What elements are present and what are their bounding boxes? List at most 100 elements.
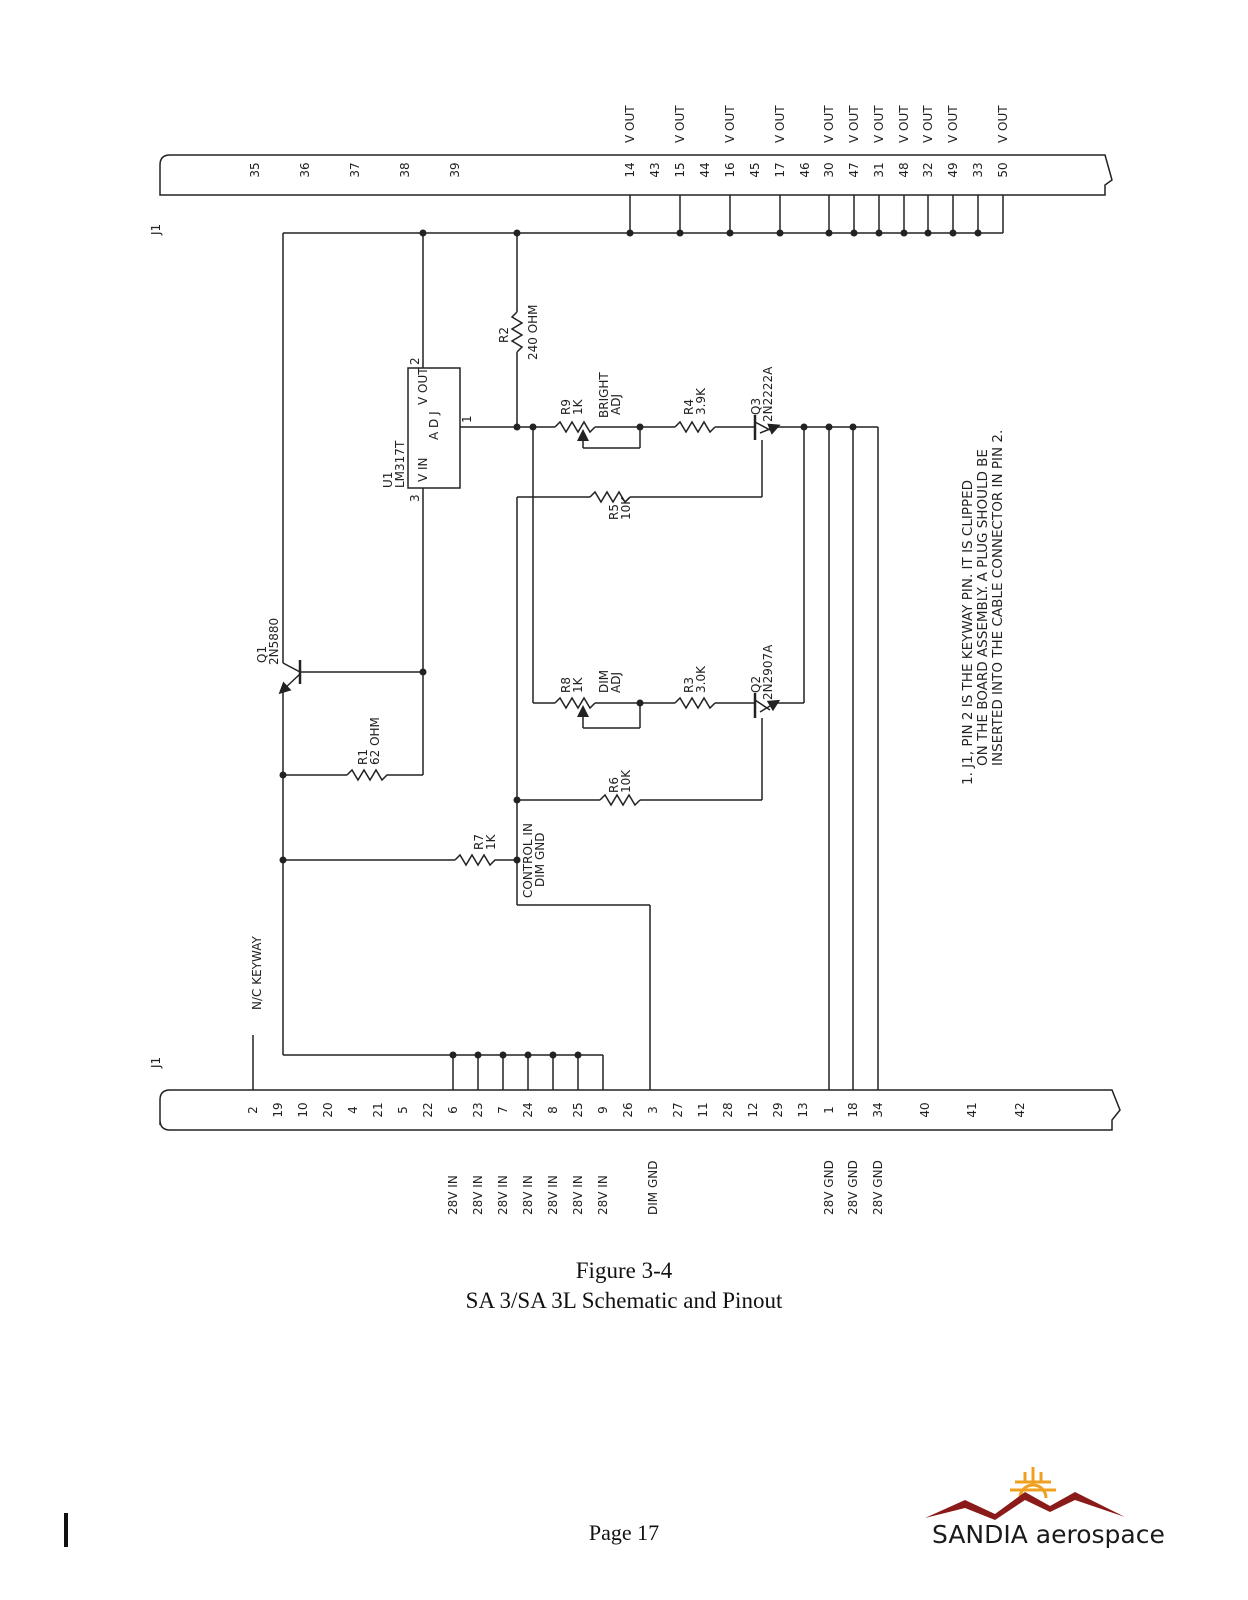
bottom-pin-number: 27 — [671, 1102, 685, 1117]
r5-resistor — [589, 490, 631, 504]
r5-val: 10K — [619, 496, 633, 520]
u1-vin: V IN — [416, 457, 430, 482]
bottom-pin-number: 41 — [965, 1102, 979, 1117]
bottom-pin-number: 34 — [871, 1102, 885, 1117]
dim-adj-2: ADJ — [609, 672, 623, 693]
r1-resistor — [346, 768, 390, 782]
r1-ref: R1 — [356, 749, 370, 765]
r7-resistor — [454, 853, 517, 867]
bottom-pin-number: 25 — [571, 1102, 585, 1117]
u1-adj: A D J — [427, 411, 441, 440]
q1-part: 2N5880 — [267, 618, 281, 665]
keyway-label: N/C KEYWAY — [250, 936, 264, 1010]
r2-resistor — [510, 311, 524, 353]
r9-potentiometer — [554, 420, 596, 434]
top-pin-number: 37 — [348, 162, 362, 177]
top-pin-number: 43 — [648, 162, 662, 177]
in-28v-label: 28V IN — [496, 1175, 510, 1215]
control-dim-gnd-label: DIM GND — [533, 833, 547, 887]
bottom-pin-number: 20 — [321, 1102, 335, 1117]
r8-val: 1K — [571, 676, 585, 693]
figure-number: Figure 3-4 — [575, 1258, 673, 1283]
bottom-pin-number: 9 — [596, 1106, 610, 1114]
schematic-note: 1. J1, PIN 2 IS THE KEYWAY PIN. IT IS CL… — [960, 430, 1006, 785]
bright-adj-1: BRIGHT — [597, 372, 611, 418]
r8-potentiometer — [554, 696, 596, 710]
bottom-pin-number: 1 — [822, 1106, 836, 1114]
r2-ref: R2 — [497, 327, 511, 343]
bottom-pin-number: 3 — [646, 1106, 660, 1114]
u1-pin3: 3 — [408, 494, 422, 502]
in-28v-label: 28V IN — [546, 1175, 560, 1215]
v-out-label: V OUT — [673, 105, 687, 143]
gnd-28v-label: 28V GND — [822, 1160, 836, 1215]
r8-ref: R8 — [559, 677, 573, 693]
u1-part: LM317T — [393, 440, 407, 488]
bottom-pin-number: 26 — [621, 1102, 635, 1117]
bottom-pin-number: 21 — [371, 1102, 385, 1117]
in-28v-label: 28V IN — [521, 1175, 535, 1215]
logo-text: SANDIA aerospace — [932, 1520, 1165, 1549]
r1-val: 62 OHM — [368, 717, 382, 765]
r3-val: 3.0K — [694, 665, 708, 693]
page-number: Page 17 — [588, 1520, 660, 1545]
r4-ref: R4 — [682, 399, 696, 415]
dim-adj-1: DIM — [597, 670, 611, 693]
v-out-label: V OUT — [996, 105, 1010, 143]
r7-ref: R7 — [472, 834, 486, 850]
bottom-pin-number: 29 — [771, 1102, 785, 1117]
v-out-label: V OUT — [822, 105, 836, 143]
figure-title: SA 3/SA 3L Schematic and Pinout — [465, 1288, 783, 1313]
note-line-1: 1. J1, PIN 2 IS THE KEYWAY PIN. IT IS CL… — [960, 480, 976, 785]
top-pin-number: 35 — [248, 162, 262, 177]
bottom-pin-number: 5 — [396, 1106, 410, 1114]
bottom-pin-number: 42 — [1013, 1102, 1027, 1117]
schematic-diagram: J1 J1 N/C KEYWAY U1 LM317T V IN V OUT A … — [149, 105, 1121, 1215]
bottom-pin-number: 22 — [421, 1102, 435, 1117]
top-pin-number: 33 — [971, 162, 985, 177]
top-pin-number: 49 — [946, 162, 960, 177]
u1-regulator-body — [407, 367, 461, 489]
bottom-pin-number: 11 — [696, 1102, 710, 1117]
bottom-pin-number: 19 — [271, 1102, 285, 1117]
r5-ref: R5 — [607, 504, 621, 520]
top-pin-number: 30 — [822, 162, 836, 177]
v-out-labels: V OUT V OUT V OUT V OUT V OUT V OUT V OUT V OUT… — [623, 105, 1010, 143]
v-out-label: V OUT — [723, 105, 737, 143]
top-pin-number: 46 — [798, 162, 812, 177]
in-28v-label: 28V IN — [571, 1175, 585, 1215]
top-pin-number: 50 — [996, 162, 1010, 177]
u1-pin2: 2 — [408, 357, 422, 365]
gnd-28v-label: 28V GND — [871, 1160, 885, 1215]
j1-top-label: J1 — [149, 224, 163, 236]
top-pin-number: 16 — [723, 162, 737, 177]
change-bar — [64, 1513, 68, 1547]
j1-bottom-label: J1 — [149, 1057, 163, 1069]
top-pin-number: 47 — [847, 162, 861, 177]
bottom-pin-number: 24 — [521, 1102, 535, 1117]
q1-ref: Q1 — [255, 646, 269, 663]
r7-val: 1K — [484, 833, 498, 850]
v-out-label: V OUT — [623, 105, 637, 143]
note-line-3: INSERTED INTO THE CABLE CONNECTOR IN PIN… — [990, 430, 1006, 766]
r4-val: 3.9K — [694, 387, 708, 415]
top-pin-number: 38 — [398, 162, 412, 177]
bottom-pin-number: 4 — [346, 1106, 360, 1114]
bottom-pin-number: 8 — [546, 1106, 560, 1114]
q3-ref: Q3 — [749, 398, 763, 415]
bottom-pin-number: 18 — [846, 1102, 860, 1117]
bottom-pin-number: 13 — [796, 1102, 810, 1117]
v-out-label: V OUT — [921, 105, 935, 143]
control-in-label: CONTROL IN — [521, 823, 535, 898]
sandia-logo-icon — [925, 1467, 1125, 1520]
v-out-label: V OUT — [946, 105, 960, 143]
v-out-label: V OUT — [872, 105, 886, 143]
top-pin-number: 31 — [872, 162, 886, 177]
in-28v-label: 28V IN — [471, 1175, 485, 1215]
bottom-pin-number: 7 — [496, 1106, 510, 1114]
bright-adj-2: ADJ — [609, 394, 623, 415]
bottom-pin-number: 12 — [746, 1102, 760, 1117]
bottom-pin-number: 6 — [446, 1106, 460, 1114]
